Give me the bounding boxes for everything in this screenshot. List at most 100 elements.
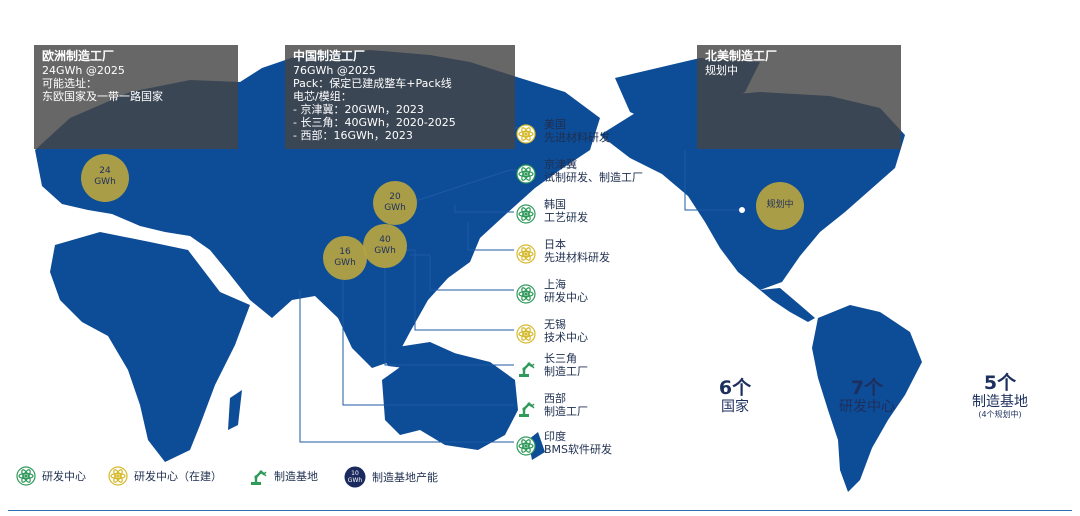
leader-india	[299, 290, 514, 443]
location-text: 长三角制造工厂	[544, 352, 588, 378]
location-name: 无锡	[544, 318, 566, 331]
bubble-label-jingjinji: 20 GWh	[373, 192, 417, 214]
location-role: 研发中心	[544, 291, 588, 304]
bubble-north-america	[756, 182, 804, 230]
stat-manufacturing-bases: 5个 制造基地 (4个规划中)	[955, 372, 1045, 420]
bubble-west	[323, 236, 367, 280]
leader-shanghai	[410, 254, 514, 291]
leader-yangtze	[384, 265, 514, 366]
location-text: 西部制造工厂	[544, 392, 588, 418]
location-role: 制造工厂	[544, 365, 588, 378]
box-line: - 京津冀：20GWh，2023	[293, 103, 424, 116]
stat-sub: (4个规划中)	[978, 410, 1022, 419]
location-name: 上海	[544, 278, 566, 291]
atom-icon	[516, 436, 536, 456]
robot-arm-icon	[516, 358, 536, 378]
box-line: - 长三角：40GWh，2020-2025	[293, 116, 456, 129]
box-line: 24GWh @2025	[42, 64, 125, 77]
location-name: 印度	[544, 430, 566, 443]
location-name: 长三角	[544, 352, 577, 365]
location-text: 京津冀试制研发、制造工厂	[544, 158, 643, 184]
location-text: 日本先进材料研发	[544, 238, 610, 264]
bubble-unit: GWh	[94, 177, 116, 187]
north-america-factory-box: 北美制造工厂 规划中	[697, 45, 901, 149]
bubble-label-north-america: 规划中	[756, 200, 804, 211]
badge-value: 10	[351, 470, 359, 477]
box-title: 北美制造工厂	[705, 49, 778, 63]
location-text: 上海研发中心	[544, 278, 588, 304]
legend-label: 研发中心（在建）	[134, 470, 222, 483]
atom-icon	[516, 204, 536, 224]
atom-icon-under-construction	[516, 124, 536, 144]
bubble-europe	[81, 154, 129, 202]
leader-japan	[467, 222, 514, 251]
japan-shape	[450, 208, 482, 256]
leader-korea	[454, 205, 514, 213]
location-text: 韩国工艺研发	[544, 198, 588, 224]
leader-wuxi	[405, 249, 514, 331]
bubble-yangtze	[363, 224, 407, 268]
stat-label: 制造基地	[972, 394, 1028, 410]
legend-label: 制造基地	[274, 470, 318, 483]
europe-factory-box: 欧洲制造工厂 24GWh @2025 可能选址： 东欧国家及一带一路国家	[34, 45, 238, 149]
atom-icon-under-construction	[108, 466, 128, 486]
leader-west	[342, 270, 514, 406]
south-america-shape	[812, 305, 922, 492]
madagascar-shape	[228, 390, 242, 430]
stat-value: 6个	[718, 377, 752, 399]
box-line: 规划中	[705, 64, 738, 77]
robot-arm-icon	[516, 398, 536, 418]
legend-label: 制造基地产能	[372, 471, 438, 484]
box-line: Pack：保定已建成整车+Pack线	[293, 77, 452, 90]
bubble-unit: GWh	[374, 246, 396, 256]
robot-arm-icon	[248, 466, 268, 486]
bubble-label-europe: 24 GWh	[81, 166, 129, 188]
location-name: 京津冀	[544, 158, 577, 171]
stat-value: 7个	[850, 377, 884, 399]
china-factory-box: 中国制造工厂 76GWh @2025 Pack：保定已建成整车+Pack线 电芯…	[285, 45, 515, 149]
bubble-value: 规划中	[766, 200, 794, 210]
location-role: 先进材料研发	[544, 131, 610, 144]
atom-icon	[516, 284, 536, 304]
box-title: 欧洲制造工厂	[42, 49, 115, 63]
stat-value: 5个	[983, 372, 1017, 394]
legend-label: 研发中心	[42, 470, 86, 483]
bubble-value: 24	[99, 166, 111, 176]
box-line: 电芯/模组：	[293, 90, 352, 103]
bubble-label-yangtze: 40 GWh	[363, 235, 407, 257]
stat-label: 研发中心	[839, 399, 895, 415]
location-role: 工艺研发	[544, 211, 588, 224]
box-line: 可能选址：	[42, 77, 97, 90]
location-role: 技术中心	[544, 331, 588, 344]
bubble-value: 20	[389, 192, 401, 202]
bubble-label-west: 16 GWh	[323, 247, 367, 269]
marker-dot-usa	[739, 207, 745, 213]
stat-label: 国家	[721, 399, 749, 415]
bubble-unit: GWh	[384, 203, 406, 213]
box-line: - 西部：16GWh，2023	[293, 129, 413, 142]
legend-item: 研发中心	[16, 466, 86, 486]
capacity-bubbles	[81, 154, 804, 280]
atom-icon	[516, 164, 536, 184]
legend-item: 研发中心（在建）	[108, 466, 222, 486]
location-role: 制造工厂	[544, 405, 588, 418]
stat-rnd-centers: 7个 研发中心	[825, 377, 909, 415]
location-name: 西部	[544, 392, 566, 405]
stat-countries: 6个 国家	[700, 377, 770, 415]
bubble-value: 16	[339, 247, 351, 257]
legend-item: 制造基地	[248, 466, 318, 486]
central-america-shape	[760, 288, 815, 322]
bubble-jingjinji	[373, 181, 417, 225]
location-text: 美国先进材料研发	[544, 118, 610, 144]
bubble-unit: GWh	[334, 258, 356, 268]
location-text: 无锡技术中心	[544, 318, 588, 344]
atom-icon-under-construction	[516, 244, 536, 264]
location-role: 试制研发、制造工厂	[544, 171, 643, 184]
africa-shape	[50, 232, 250, 462]
badge-unit: GWh	[347, 477, 363, 484]
